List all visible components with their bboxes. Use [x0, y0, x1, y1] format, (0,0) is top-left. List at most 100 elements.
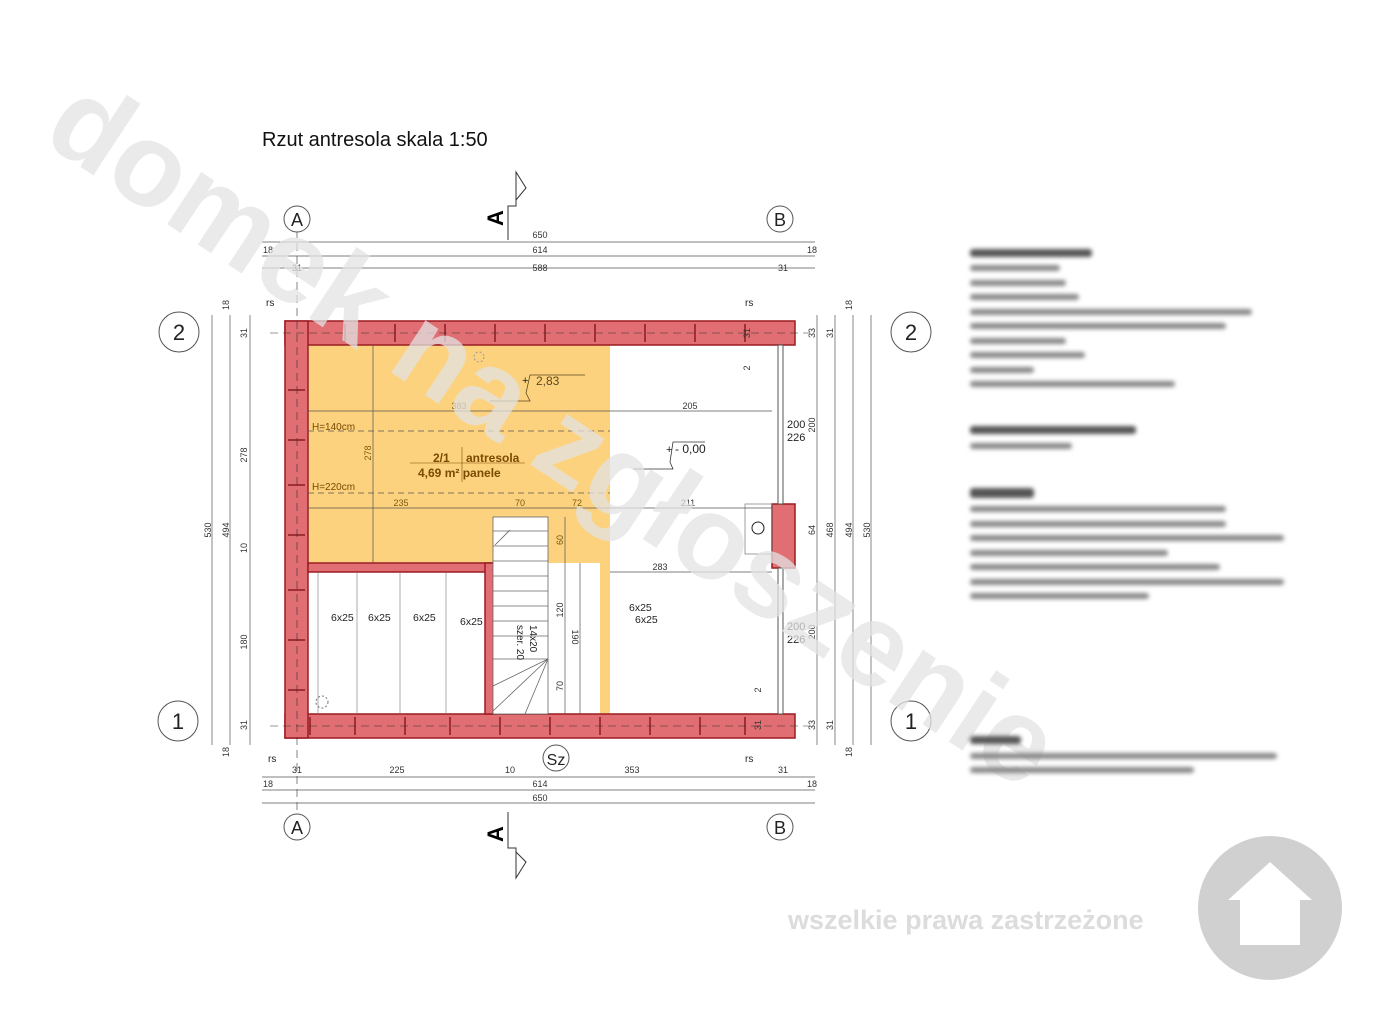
rs-label: rs [266, 298, 274, 309]
level-mark-lower: + - 0,00 [633, 441, 706, 470]
svg-text:18: 18 [263, 245, 273, 255]
svg-text:225: 225 [389, 765, 404, 775]
svg-text:31: 31 [778, 263, 788, 273]
svg-text:180: 180 [239, 634, 249, 649]
chimney-box [744, 503, 773, 555]
svg-text:235: 235 [393, 498, 408, 508]
grid-label-1: 1 [172, 709, 184, 734]
svg-text:530: 530 [862, 522, 872, 537]
grid-label-b: B [774, 210, 786, 230]
grid-label-sz: Sz [547, 752, 566, 769]
notes-blurred [970, 240, 1290, 782]
svg-text:468: 468 [825, 522, 835, 537]
beam-label: 6x25 [635, 614, 658, 626]
window-height-label: 226 [787, 432, 805, 444]
svg-text:18: 18 [263, 779, 273, 789]
svg-text:278: 278 [363, 445, 373, 460]
svg-text:10: 10 [239, 543, 249, 553]
svg-text:2: 2 [742, 365, 752, 370]
section-marker-bottom: A [483, 812, 527, 880]
svg-text:353: 353 [624, 765, 639, 775]
grid-label-2: 2 [173, 320, 185, 345]
window-height-label: 226 [787, 634, 805, 646]
beam-label: 6x25 [629, 602, 652, 614]
svg-text:+: + [522, 375, 528, 387]
rs-label: rs [745, 754, 753, 765]
svg-text:278: 278 [239, 447, 249, 462]
svg-text:283: 283 [652, 562, 667, 572]
rs-label: rs [745, 298, 753, 309]
svg-text:18: 18 [221, 747, 231, 757]
grid-label-a: A [291, 210, 303, 230]
rights-text: wszelkie prawa zastrzeżone [787, 905, 1144, 935]
stair-step-label: 14x20 [527, 625, 538, 653]
svg-text:64: 64 [807, 525, 817, 535]
svg-text:614: 614 [532, 779, 547, 789]
svg-text:31: 31 [292, 765, 302, 775]
svg-text:33: 33 [807, 328, 817, 338]
watermark-text: domek na zgłoszenie [26, 52, 1083, 814]
grid-label-1: 1 [905, 709, 917, 734]
svg-text:31: 31 [239, 328, 249, 338]
room-area: 4,69 m² panele [418, 466, 501, 480]
beam-label: 6x25 [368, 612, 391, 624]
stairs [492, 516, 549, 715]
svg-text:211: 211 [681, 498, 695, 508]
section-marker-top: A [483, 170, 527, 240]
height-label-140: H=140cm [312, 422, 355, 433]
grid-label-2: 2 [905, 320, 917, 345]
rs-label: rs [268, 754, 276, 765]
svg-text:494: 494 [844, 522, 854, 537]
chimney-flue-icon [751, 521, 765, 535]
svg-text:70: 70 [555, 681, 565, 691]
beam-label: 6x25 [460, 616, 483, 628]
dimension-labels: 650 18 614 18 31 588 31 31 225 10 353 31 18 614 18… [203, 230, 872, 803]
svg-text:70: 70 [515, 498, 525, 508]
svg-text:18: 18 [807, 779, 817, 789]
room-name: antresola [466, 451, 520, 465]
exterior-walls [270, 230, 810, 815]
drain-icon [473, 351, 485, 363]
mezzanine-strip [600, 563, 610, 714]
svg-text:10: 10 [505, 765, 515, 775]
windows [777, 344, 784, 715]
svg-text:383: 383 [451, 401, 466, 411]
grid-label-b: B [774, 818, 786, 838]
height-label-220: H=220cm [312, 482, 355, 493]
svg-text:18: 18 [221, 300, 231, 310]
svg-text:650: 650 [532, 230, 547, 240]
svg-text:614: 614 [532, 245, 547, 255]
svg-text:72: 72 [572, 498, 582, 508]
svg-text:- 0,00: - 0,00 [675, 442, 706, 456]
svg-text:588: 588 [532, 263, 547, 273]
drain-icon [315, 695, 329, 709]
svg-text:31: 31 [778, 765, 788, 775]
svg-text:A: A [483, 210, 508, 226]
joists [317, 572, 447, 714]
svg-text:2,83: 2,83 [536, 374, 560, 388]
svg-text:190: 190 [570, 629, 580, 644]
svg-text:33: 33 [807, 720, 817, 730]
dimension-lines [211, 241, 872, 804]
svg-text:+: + [666, 444, 672, 456]
level-mark-upper: + 2,83 [490, 374, 585, 402]
svg-text:31: 31 [239, 720, 249, 730]
svg-text:120: 120 [555, 602, 565, 617]
drawing-title: Rzut antresola skala 1:50 [262, 129, 488, 151]
svg-text:60: 60 [555, 535, 565, 545]
svg-text:31: 31 [292, 263, 302, 273]
beam-label: 6x25 [413, 612, 436, 624]
svg-text:205: 205 [682, 401, 697, 411]
mezzanine-area [308, 345, 610, 563]
window-width-label: 200 [787, 419, 805, 431]
svg-text:650: 650 [532, 793, 547, 803]
svg-text:31: 31 [742, 328, 752, 338]
svg-text:31: 31 [753, 720, 763, 730]
svg-text:31: 31 [825, 328, 835, 338]
svg-text:18: 18 [844, 300, 854, 310]
window-width-label: 200 [787, 621, 805, 633]
svg-text:18: 18 [807, 245, 817, 255]
grid-label-a: A [291, 818, 303, 838]
svg-text:31: 31 [825, 720, 835, 730]
